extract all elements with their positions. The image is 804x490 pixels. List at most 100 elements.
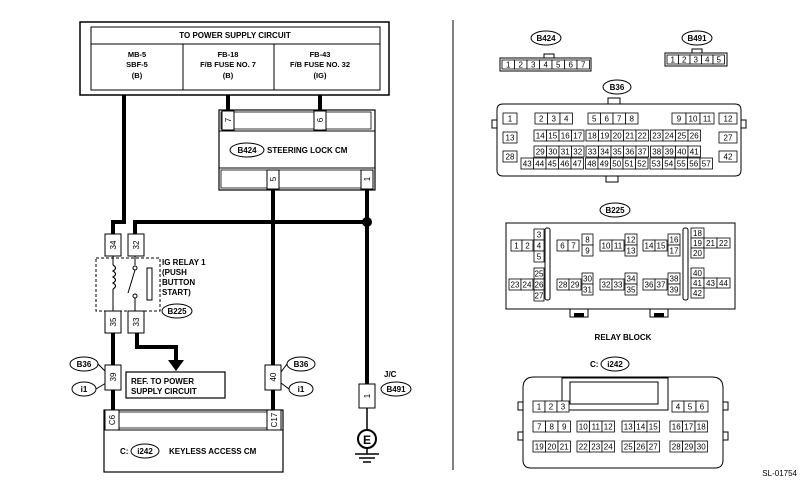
i242-pin-16: 16 <box>672 423 681 432</box>
b36-pin-8-cell <box>625 112 639 125</box>
b225-pin-11: 11 <box>614 242 623 251</box>
keyless-prefix: C: <box>120 447 128 456</box>
b225-pin-15: 15 <box>657 242 666 251</box>
b36-pin-31: 31 <box>561 148 570 157</box>
keyless-pin-c17: C17 <box>270 412 279 427</box>
b491-pin-5: 5 <box>717 56 722 65</box>
b225-pin-40: 40 <box>693 269 702 278</box>
b36-pin-52-cell <box>635 157 649 170</box>
view-b491-label: B491 <box>687 34 707 43</box>
b225-pin-9: 9 <box>585 247 590 256</box>
b36-pin-39: 39 <box>665 148 674 157</box>
view-b225-label: B225 <box>605 206 625 215</box>
b225-pin-7: 7 <box>571 242 576 251</box>
b491-pin-3: 3 <box>694 56 699 65</box>
i242-pin-6-cell <box>695 400 709 413</box>
view-b424-label: B424 <box>536 34 556 43</box>
b36-pin-20: 20 <box>613 132 622 141</box>
b225-pin-18: 18 <box>693 229 702 238</box>
fuse-fb43-line2: F/B FUSE NO. 32 <box>290 60 350 69</box>
b424-pin-6: 6 <box>569 61 574 70</box>
b225-pin-37: 37 <box>657 281 666 290</box>
b424-pin-4: 4 <box>544 61 549 70</box>
i242-pin-9: 9 <box>562 423 567 432</box>
b36-pin-22-cell <box>635 129 649 142</box>
i242-pin-15: 15 <box>649 423 658 432</box>
view-i242-prefix: C: <box>590 360 598 369</box>
b225-pin-31: 31 <box>583 286 592 295</box>
b36-pin-8: 8 <box>630 115 635 124</box>
b36-pin-13-cell <box>502 131 518 144</box>
b36-pin-40: 40 <box>677 148 686 157</box>
relay-connector-label: B225 <box>167 307 187 316</box>
b36-pin-51: 51 <box>625 160 634 169</box>
fuse-fb18-line3: (B) <box>223 71 234 80</box>
b225-pin-39: 39 <box>670 286 679 295</box>
b225-pin-12: 12 <box>627 236 636 245</box>
jc-label: J/C <box>384 370 397 379</box>
i242-pin-27-cell <box>646 440 660 453</box>
b36-pin-56: 56 <box>689 160 698 169</box>
i242-pin-30-cell <box>694 440 708 453</box>
b36-pin-5: 5 <box>592 115 597 124</box>
b225-pin-42: 42 <box>693 289 702 298</box>
b225-pin-8: 8 <box>585 236 590 245</box>
i242-pin-2: 2 <box>549 403 554 412</box>
fuse-fb43-line3: (IG) <box>314 71 327 80</box>
b36-pin-13: 13 <box>506 134 515 143</box>
b225-pin-44-cell <box>716 277 731 289</box>
relay-block-caption: RELAY BLOCK <box>595 333 652 342</box>
b36-pin-11-cell <box>699 112 715 125</box>
b36-pin-44: 44 <box>535 160 544 169</box>
b225-pin-17-cell <box>667 244 681 257</box>
i242-pin-18: 18 <box>697 423 706 432</box>
b225-pin-13-cell <box>624 244 638 257</box>
b36-pin-37-cell <box>635 145 649 158</box>
harness-left-sub: i1 <box>81 385 88 394</box>
b36-pin-25: 25 <box>677 132 686 141</box>
b225-pin-24: 24 <box>523 281 532 290</box>
b36-pin-48: 48 <box>587 160 596 169</box>
b225-pin-5-cell <box>533 250 545 263</box>
b36-pin-52: 52 <box>637 160 646 169</box>
b36-pin-27-cell <box>718 131 738 144</box>
i242-pin-20: 20 <box>547 443 556 452</box>
b36-pin-7: 7 <box>617 115 622 124</box>
b36-pin-47: 47 <box>573 160 582 169</box>
steering-lock-name: STEERING LOCK CM <box>267 146 348 155</box>
b36-pin-38: 38 <box>652 148 661 157</box>
b225-pin-13: 13 <box>627 247 636 256</box>
b225-pin-2: 2 <box>525 242 530 251</box>
b36-pin-35: 35 <box>613 148 622 157</box>
b36-pin-49: 49 <box>600 160 609 169</box>
joint-connector: J/C B491 1 E <box>355 370 412 463</box>
b36-pin-11: 11 <box>703 115 712 124</box>
i242-pin-29: 29 <box>684 443 693 452</box>
b36-pin-57-cell <box>699 157 713 170</box>
b225-pin-24-cell <box>520 278 534 291</box>
i242-pin-22: 22 <box>579 443 588 452</box>
b225-pin-27: 27 <box>535 292 544 301</box>
i242-pin-18-cell <box>694 420 708 433</box>
b36-pin-1-cell <box>502 112 518 125</box>
b225-pin-3: 3 <box>537 231 542 240</box>
b36-pin-26-cell <box>687 129 701 142</box>
b36-pin-32: 32 <box>573 148 582 157</box>
b225-pin-38: 38 <box>670 275 679 284</box>
i242-pin-4: 4 <box>676 403 681 412</box>
i242-pin-24: 24 <box>604 443 613 452</box>
b36-pin-36: 36 <box>625 148 634 157</box>
steering-connector-label: B424 <box>237 146 257 155</box>
harness-left: B36 i1 39 <box>69 356 122 397</box>
ref-line2: SUPPLY CIRCUIT <box>131 387 197 396</box>
steering-pin-6: 6 <box>316 117 325 122</box>
relay-switch-icon <box>127 269 136 294</box>
i242-pin-10: 10 <box>579 423 588 432</box>
b36-pin-45: 45 <box>548 160 557 169</box>
i242-pin-24-cell <box>601 440 615 453</box>
steering-pin-7: 7 <box>224 117 233 122</box>
view-i242-label: i242 <box>607 360 623 369</box>
